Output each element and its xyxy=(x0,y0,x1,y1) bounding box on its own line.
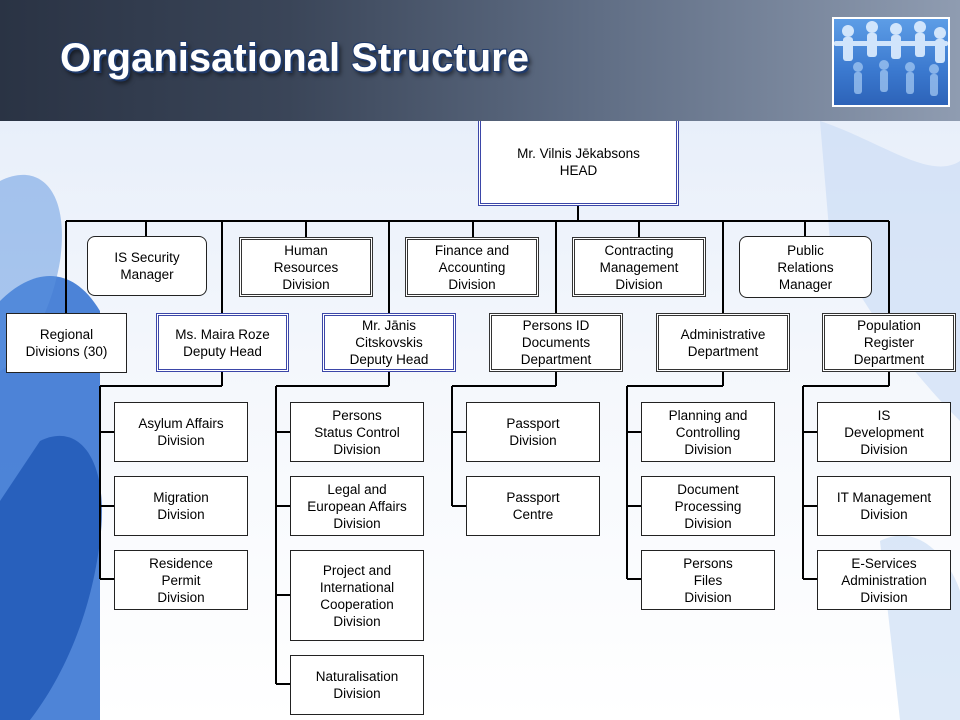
persons-files-division-box: Persons Files Division xyxy=(641,550,775,610)
legal-european-affairs-division-box: Legal and European Affairs Division xyxy=(290,476,424,536)
deputy-head-roze-box: Ms. Maira Roze Deputy Head xyxy=(156,313,289,372)
public-relations-manager-box: Public Relations Manager xyxy=(739,236,872,298)
document-processing-division-box: Document Processing Division xyxy=(641,476,775,536)
migration-division-box: Migration Division xyxy=(114,476,248,536)
passport-centre-box: Passport Centre xyxy=(466,476,600,536)
administrative-department-box: Administrative Department xyxy=(656,313,790,372)
persons-status-control-division-box: Persons Status Control Division xyxy=(290,402,424,462)
project-international-cooperation-division-box: Project and International Cooperation Di… xyxy=(290,550,424,641)
head-box: Mr. Vilnis Jēkabsons HEAD xyxy=(478,121,679,206)
people-circle-logo xyxy=(832,17,950,107)
org-chart-connectors xyxy=(65,206,890,685)
human-resources-division-box: Human Resources Division xyxy=(239,237,373,297)
it-management-division-box: IT Management Division xyxy=(817,476,951,536)
contracting-management-division-box: Contracting Management Division xyxy=(572,237,706,297)
passport-division-box: Passport Division xyxy=(466,402,600,462)
slide-header: Organisational Structure xyxy=(0,0,960,121)
planning-controlling-division-box: Planning and Controlling Division xyxy=(641,402,775,462)
is-security-manager-box: IS Security Manager xyxy=(87,236,207,296)
eservices-administration-division-box: E-Services Administration Division xyxy=(817,550,951,610)
deputy-head-citskovskis-box: Mr. Jānis Citskovskis Deputy Head xyxy=(322,313,456,372)
org-chart-area: Mr. Vilnis Jēkabsons HEAD IS Security Ma… xyxy=(0,121,960,720)
asylum-affairs-division-box: Asylum Affairs Division xyxy=(114,402,248,462)
is-development-division-box: IS Development Division xyxy=(817,402,951,462)
persons-id-documents-department-box: Persons ID Documents Department xyxy=(489,313,623,372)
residence-permit-division-box: Residence Permit Division xyxy=(114,550,248,610)
regional-divisions-box: Regional Divisions (30) xyxy=(6,313,127,373)
finance-accounting-division-box: Finance and Accounting Division xyxy=(405,237,539,297)
slide-title: Organisational Structure xyxy=(60,36,529,80)
naturalisation-division-box: Naturalisation Division xyxy=(290,655,424,715)
population-register-department-box: Population Register Department xyxy=(822,313,956,372)
